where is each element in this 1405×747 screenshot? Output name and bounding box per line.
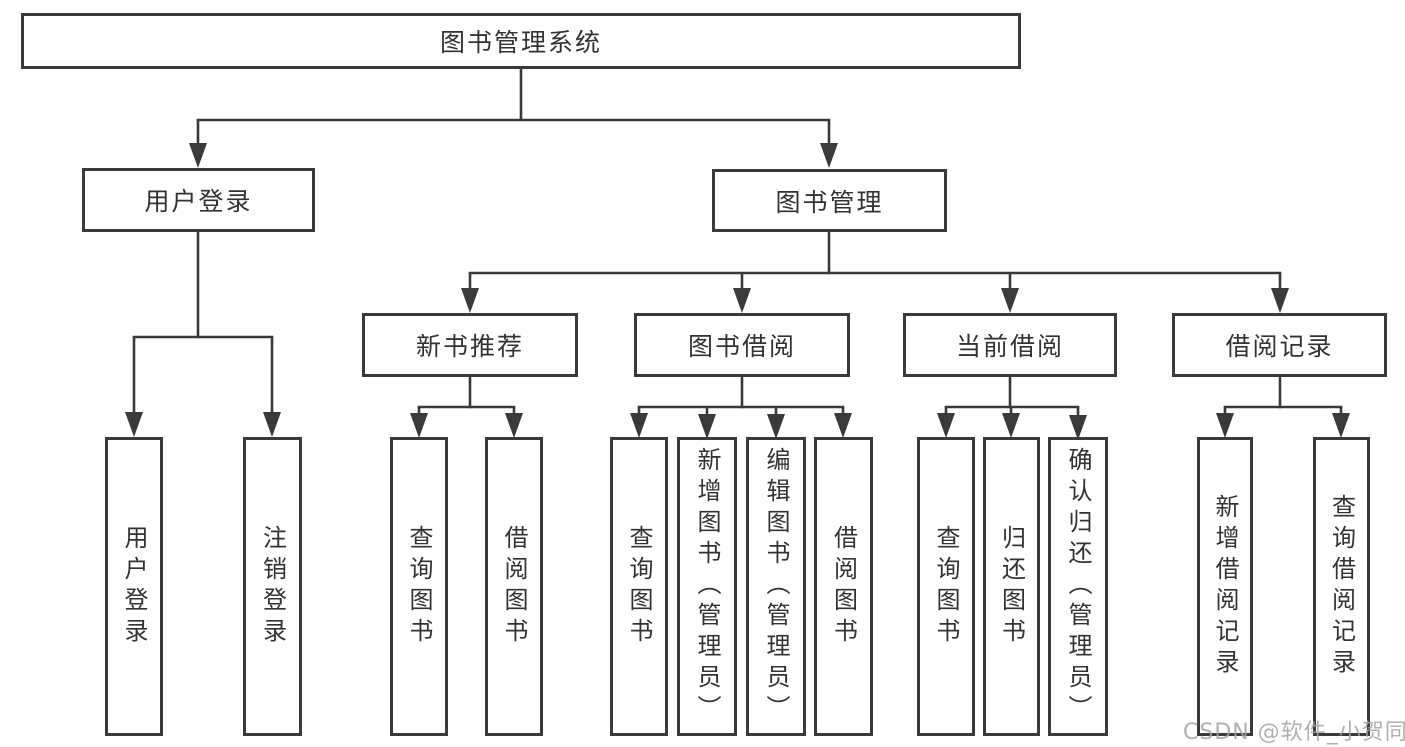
leaf-query-books-borrowing: 查询图书 [610, 437, 668, 736]
leaf-logout: 注销登录 [243, 437, 302, 736]
node-label: 当前借阅 [955, 332, 1064, 361]
leaf-edit-book-admin: 编辑图书（管理员） [746, 437, 806, 736]
node-label: 借阅记录 [1225, 332, 1334, 361]
leaf-borrow-books-recommend: 借阅图书 [485, 437, 543, 736]
csdn-watermark: CSDN @软件_小贺同学 [1183, 720, 1405, 745]
node-current-borrowing: 当前借阅 [903, 313, 1117, 377]
node-book-borrowing: 图书借阅 [634, 313, 850, 377]
leaf-confirm-return-admin: 确认归还（管理员） [1048, 437, 1108, 736]
leaf-query-books-current: 查询图书 [917, 437, 975, 736]
leaf-user-login: 用户登录 [105, 437, 163, 736]
leaf-query-books-recommend: 查询图书 [390, 437, 448, 736]
node-label: 图书借阅 [687, 332, 796, 361]
node-label: 图书管理 [775, 187, 884, 217]
node-borrowing-records: 借阅记录 [1172, 313, 1387, 377]
leaf-borrow-books-borrowing: 借阅图书 [814, 437, 873, 736]
node-book-management: 图书管理 [712, 169, 947, 232]
leaf-add-borrow-record: 新增借阅记录 [1197, 437, 1253, 736]
node-label: 图书管理系统 [439, 28, 602, 57]
node-library-management-system: 图书管理系统 [21, 13, 1021, 69]
leaf-add-book-admin: 新增图书（管理员） [677, 437, 737, 736]
node-new-book-recommendation: 新书推荐 [362, 313, 578, 377]
leaf-query-borrow-record: 查询借阅记录 [1313, 437, 1370, 736]
node-user-login: 用户登录 [82, 168, 315, 232]
node-label: 新书推荐 [415, 332, 524, 361]
node-label: 用户登录 [144, 187, 253, 216]
leaf-return-books: 归还图书 [983, 437, 1040, 736]
